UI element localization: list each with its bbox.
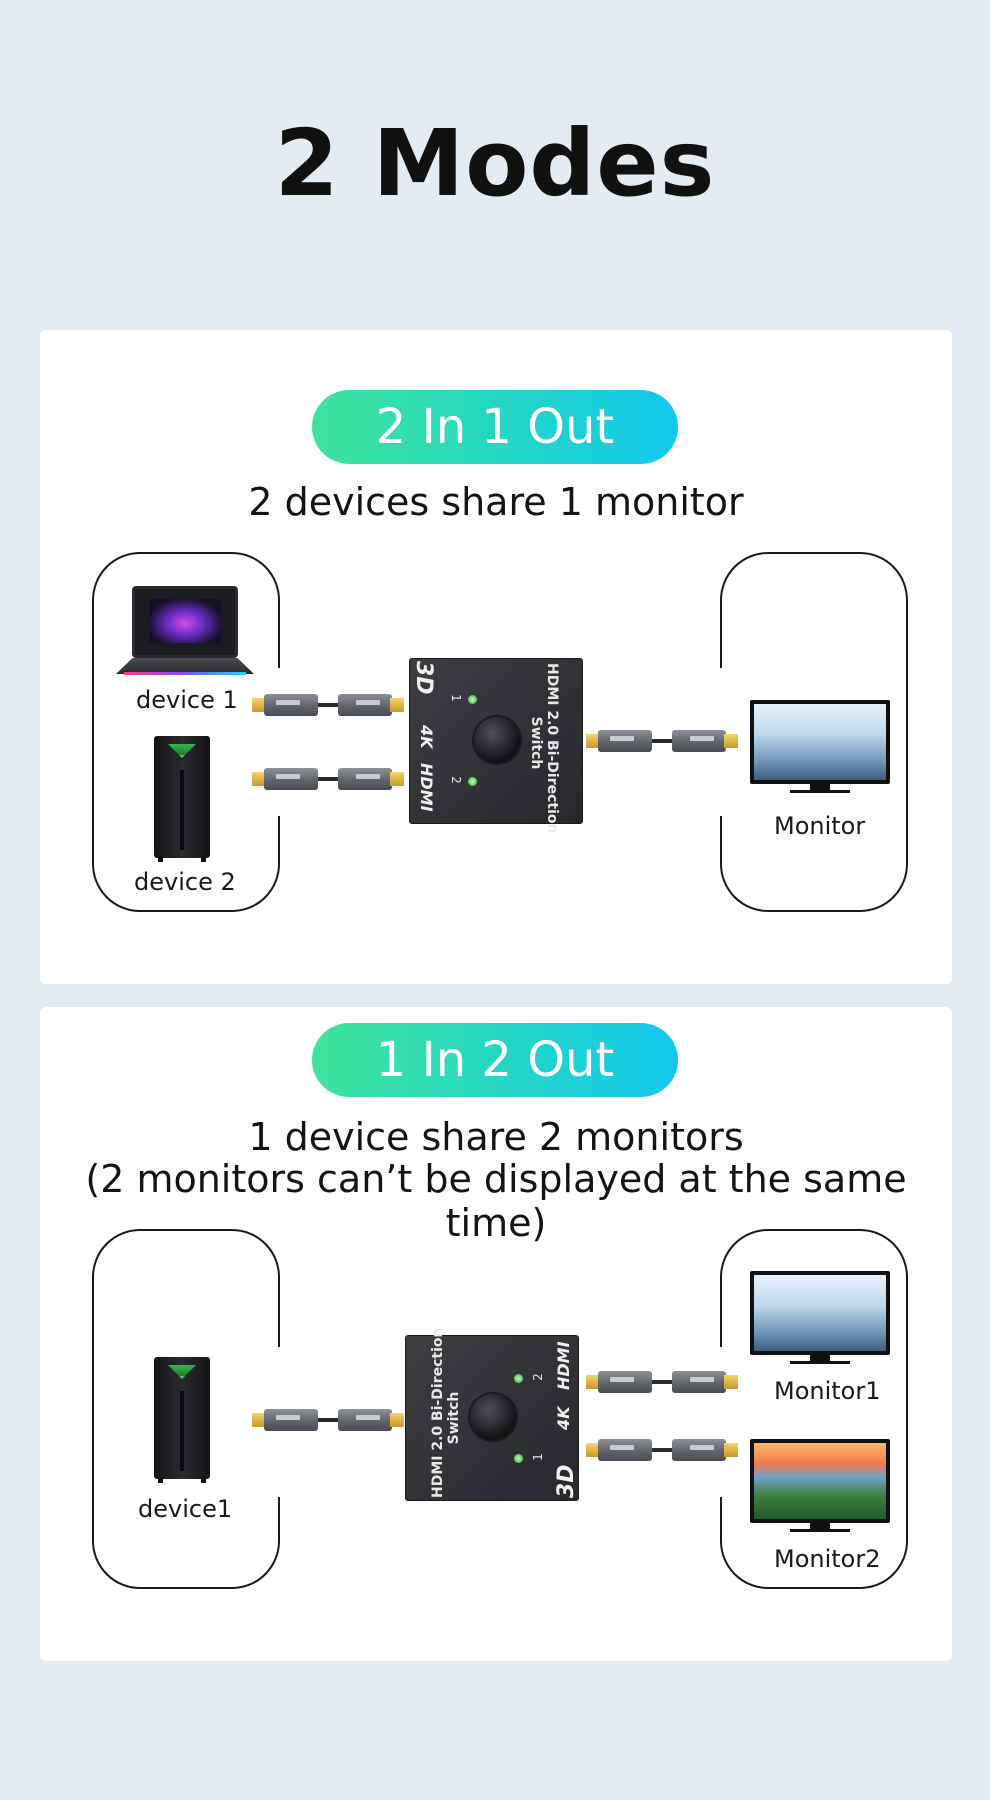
device-2-label: device 2 bbox=[134, 868, 236, 896]
hdmi-cable-icon bbox=[252, 1407, 404, 1433]
tower-pc-icon bbox=[154, 736, 210, 862]
tower-pc-icon bbox=[154, 1357, 210, 1483]
monitor-icon bbox=[750, 1271, 890, 1365]
switch-model-text: HDMI 2.0 Bi-Direction Switch bbox=[528, 663, 560, 834]
switch-button-icon bbox=[474, 717, 520, 763]
hdmi-switch-icon: 1 2 HDMI 2.0 Bi-Direction Switch 3D 4K H… bbox=[409, 658, 583, 834]
page-title: 2 Modes bbox=[274, 110, 716, 217]
mode-subtitle-line2: (2 monitors can’t be displayed at the sa… bbox=[85, 1157, 907, 1245]
monitor-icon bbox=[750, 1439, 890, 1533]
hdmi-cable-icon bbox=[586, 728, 738, 754]
switch-model-text: HDMI 2.0 Bi-Direction Switch bbox=[430, 1327, 462, 1498]
hdmi-cable-icon bbox=[252, 766, 404, 792]
mode-badge: 2 In 1 Out bbox=[312, 390, 678, 464]
monitor-icon bbox=[750, 700, 890, 794]
hdmi-cable-icon bbox=[586, 1437, 738, 1463]
switch-button-icon bbox=[470, 1394, 516, 1440]
monitor2-label: Monitor2 bbox=[774, 1545, 881, 1573]
mode-subtitle-line1: 1 device share 2 monitors bbox=[248, 1115, 744, 1159]
mode-panel-1in2out: 1 In 2 Out 1 device share 2 monitors (2 … bbox=[40, 1007, 952, 1661]
device-1-label: device 1 bbox=[136, 686, 238, 714]
mode-badge: 1 In 2 Out bbox=[312, 1023, 678, 1097]
mode-subtitle: 2 devices share 1 monitor bbox=[248, 480, 744, 524]
hdmi-switch-icon: 2 1 HDMI 2.0 Bi-Direction Switch HDMI 4K… bbox=[405, 1327, 579, 1501]
hdmi-cable-icon bbox=[586, 1369, 738, 1395]
laptop-icon bbox=[116, 586, 254, 676]
mode-panel-2in1out: 2 In 1 Out 2 devices share 1 monitor dev… bbox=[40, 330, 952, 984]
monitor-label: Monitor bbox=[774, 812, 866, 840]
monitor1-label: Monitor1 bbox=[774, 1377, 881, 1405]
hdmi-cable-icon bbox=[252, 692, 404, 718]
device-label: device1 bbox=[138, 1495, 233, 1523]
